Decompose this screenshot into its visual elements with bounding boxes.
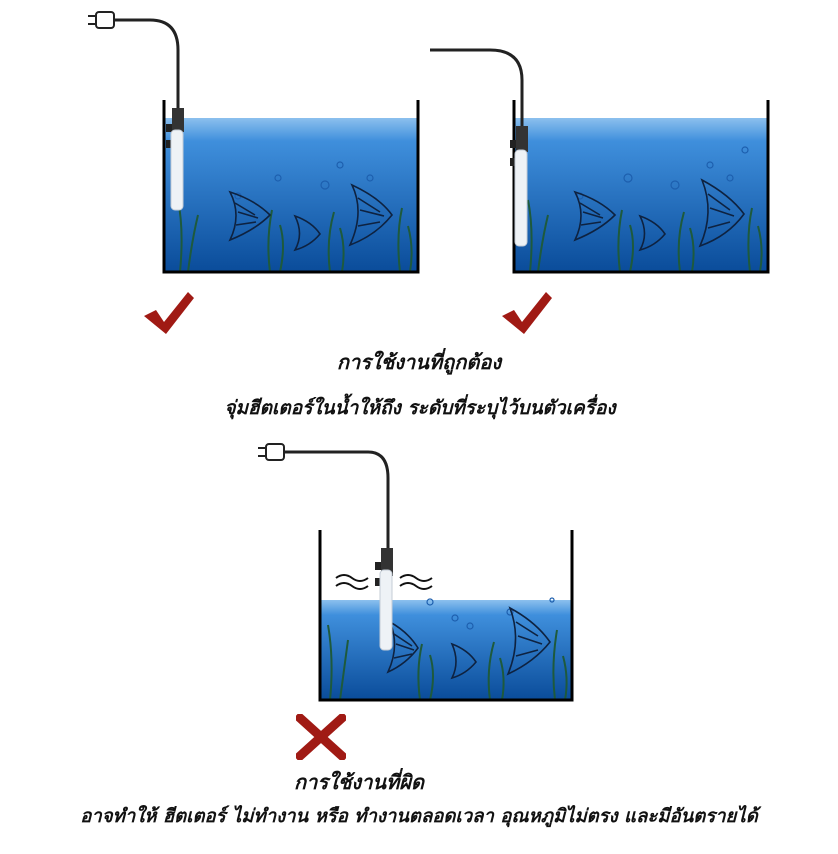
power-cord [284,450,390,552]
power-cord [430,48,524,130]
fish [386,606,551,680]
correct-usage-detail: จุ่มฮีตเตอร์ในน้ำให้ถึง ระดับที่ระบุไว้บ… [224,397,616,419]
plug-icon [88,11,115,29]
plug-icon [258,443,285,461]
correct-usage-title: การใช้งานที่ถูกต้อง [336,350,502,374]
wrong-usage-detail: อาจทำให้ ฮีตเตอร์ ไม่ทำงาน หรือ ทำงานตลอ… [80,806,758,827]
check-icon [144,292,194,334]
tank-outline [318,530,574,702]
tank-correct-2 [430,0,790,340]
cross-icon [296,714,346,760]
heater [510,126,528,247]
aquatic-plants [327,624,568,701]
bubbles [576,146,749,200]
tank-correct-1 [80,0,440,340]
fish [228,183,394,252]
tank-wrong [240,430,600,730]
tank-outline [512,100,770,274]
aquatic-plants [177,199,413,273]
heater [375,548,393,651]
wrong-usage-title: การใช้งานที่ผิด [294,770,424,794]
water [320,600,572,700]
fish [573,178,745,252]
power-cord [114,18,180,110]
water [164,118,418,272]
tank-outline [162,100,420,274]
check-icon [502,292,552,334]
aquatic-plants [527,199,763,273]
heater [166,108,184,211]
heat-wave-icon [335,574,433,590]
